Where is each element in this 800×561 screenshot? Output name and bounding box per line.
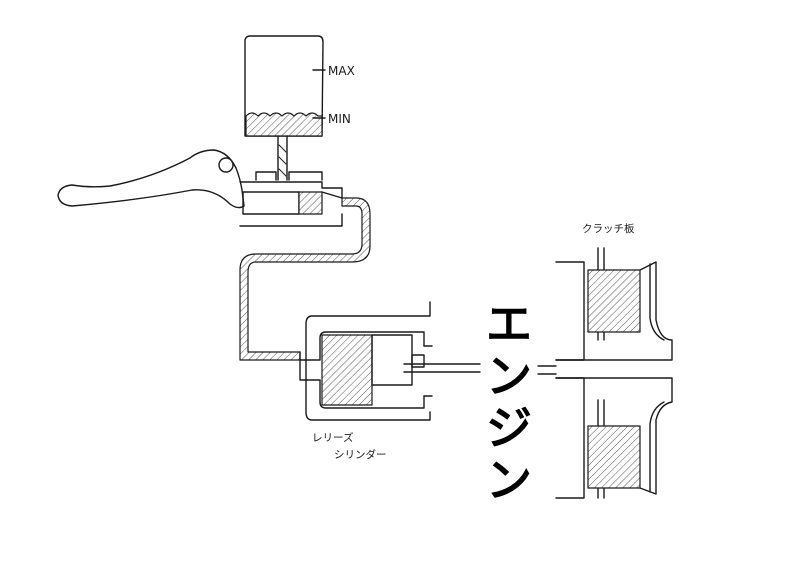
min-label: MIN (328, 112, 351, 126)
engine-char-4: ン (486, 453, 532, 507)
engine-char-2: ン (486, 349, 532, 403)
max-label: MAX (328, 64, 355, 78)
engine-char-3: ジ (486, 401, 532, 455)
clutch-plate-icon: クラッチ板 (555, 222, 673, 499)
engine-label: エ ン ジ ン (486, 297, 532, 507)
master-cylinder-icon (239, 171, 343, 227)
push-rod (403, 363, 557, 375)
reservoir-feed-pipe (277, 135, 288, 181)
release-cylinder-icon: レリーズ シリンダー (299, 301, 433, 461)
engine-char-1: エ (486, 297, 532, 351)
reservoir-icon: MAX MIN (244, 35, 355, 137)
release-cylinder-label-2: シリンダー (334, 448, 387, 461)
clutch-lever-icon (57, 149, 245, 209)
clutch-label: クラッチ板 (582, 222, 635, 235)
release-cylinder-label-1: レリーズ (312, 431, 353, 444)
